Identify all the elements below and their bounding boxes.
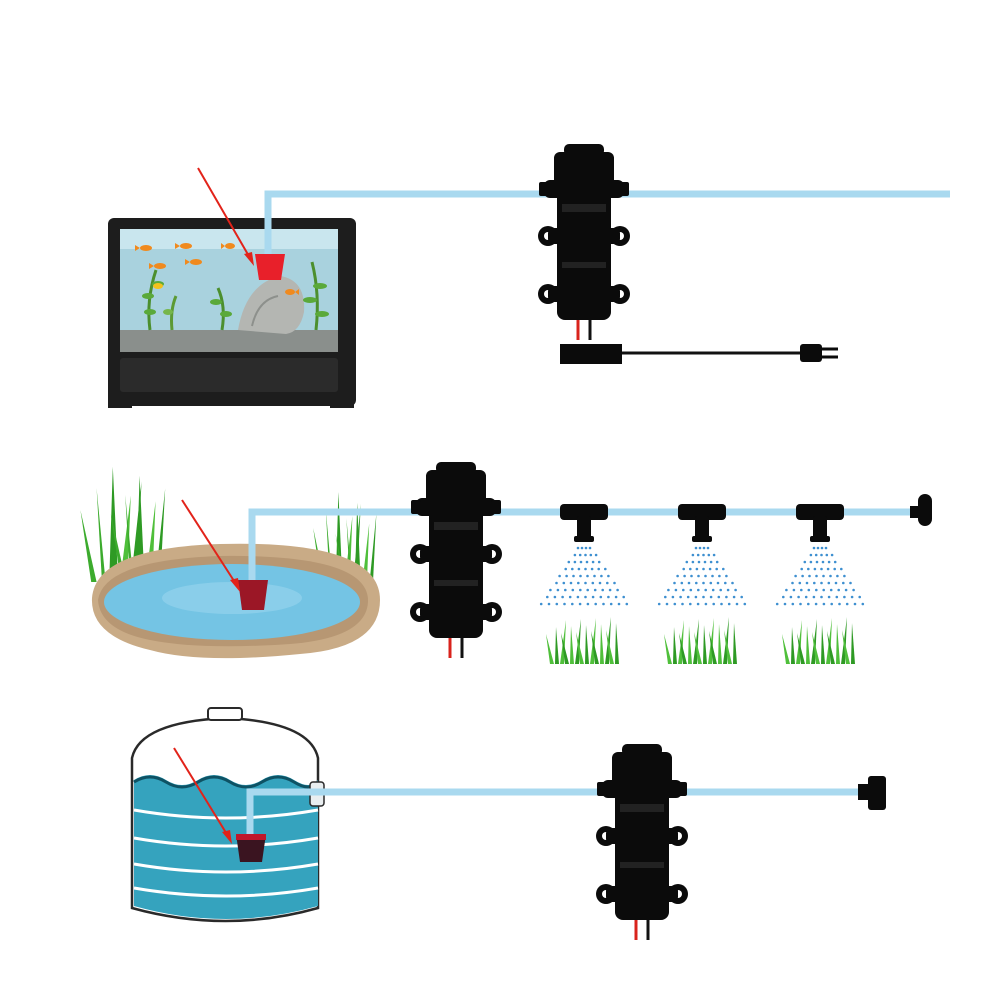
suction-filter-icon <box>238 580 268 610</box>
hose <box>264 190 950 256</box>
hose-end-fitting <box>858 776 886 810</box>
power-plug-icon <box>800 344 838 362</box>
grass-icon <box>664 617 737 664</box>
fish-icon <box>135 243 299 295</box>
hose-end-cap <box>910 494 932 526</box>
grass-icon <box>546 617 619 664</box>
spray-droplets <box>539 546 629 606</box>
garden-pond <box>91 543 380 659</box>
plant-icon <box>142 261 329 331</box>
spray-droplets <box>775 546 865 606</box>
sprinkler-icon <box>657 504 747 664</box>
water-tank <box>130 707 325 923</box>
aquarium <box>108 218 356 408</box>
pump-icon <box>408 460 504 660</box>
spray-droplets <box>657 546 747 606</box>
red-arrow-icon <box>197 167 254 266</box>
pump-icon <box>594 742 690 942</box>
tank-scenario <box>130 707 886 942</box>
red-arrow-icon <box>173 747 232 844</box>
aquarium-scenario <box>108 142 950 408</box>
grass-icon <box>782 617 855 664</box>
sprinkler-row <box>539 504 865 664</box>
red-arrow-icon <box>181 499 240 592</box>
suction-filter-icon <box>236 834 266 862</box>
sprinkler-icon <box>539 504 629 664</box>
suction-filter-icon <box>255 254 285 280</box>
power-cable <box>560 344 802 364</box>
pond-scenario <box>80 460 932 664</box>
sprinkler-icon <box>775 504 865 664</box>
pump-icon <box>536 142 632 342</box>
hose <box>246 788 860 836</box>
